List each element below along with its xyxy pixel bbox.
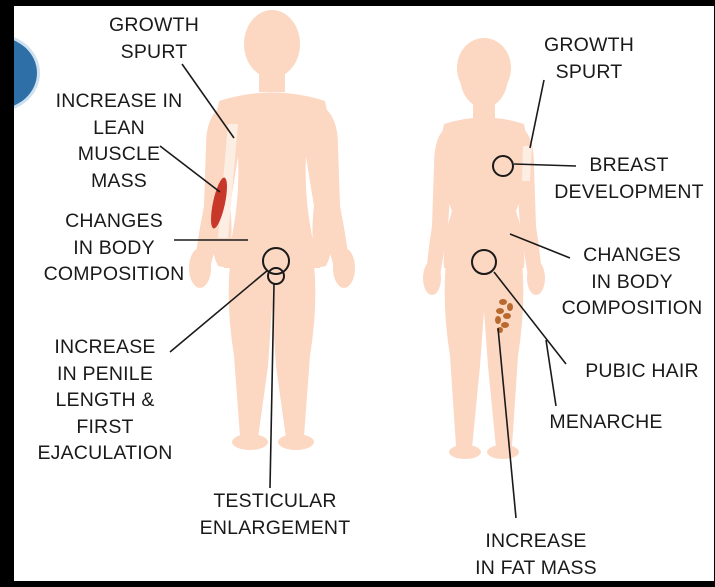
male-growth-spurt-label: GROWTH SPURT bbox=[84, 12, 224, 65]
male-testicular-label: TESTICULAR ENLARGEMENT bbox=[190, 488, 360, 541]
male-penile-label: INCREASE IN PENILE LENGTH & FIRST EJACUL… bbox=[30, 334, 180, 467]
female-body-composition-label: CHANGES IN BODY COMPOSITION bbox=[550, 242, 714, 322]
diagram-frame: GROWTH SPURT INCREASE IN LEAN MUSCLE MAS… bbox=[14, 6, 714, 581]
female-menarche-label: MENARCHE bbox=[536, 409, 676, 436]
female-pubic-hair-label: PUBIC HAIR bbox=[570, 358, 714, 385]
male-body-composition-label: CHANGES IN BODY COMPOSITION bbox=[34, 208, 194, 288]
female-body bbox=[423, 38, 545, 459]
female-growth-spurt-label: GROWTH SPURT bbox=[519, 32, 659, 85]
male-lean-muscle-label: INCREASE IN LEAN MUSCLE MASS bbox=[44, 88, 194, 194]
female-fat-mass-label: INCREASE IN FAT MASS bbox=[456, 528, 616, 581]
female-breast-label: BREAST DEVELOPMENT bbox=[544, 152, 714, 205]
